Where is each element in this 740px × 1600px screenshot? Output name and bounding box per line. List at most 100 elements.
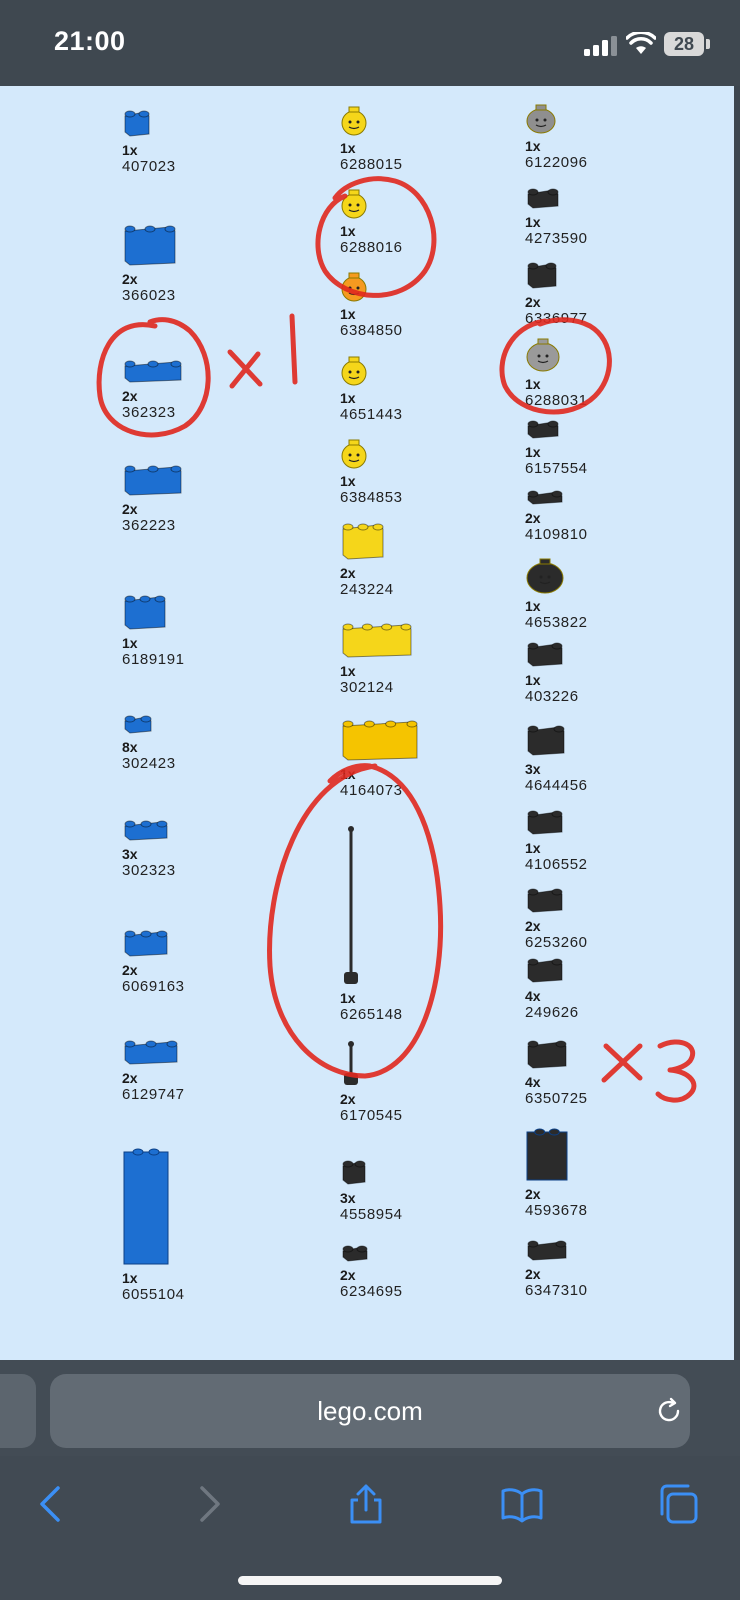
part-number: 6170545: [340, 1107, 403, 1124]
part-number: 362223: [122, 517, 176, 534]
part-image-6384850: [340, 272, 368, 307]
back-icon[interactable]: [30, 1482, 74, 1526]
part-quantity: 1x: [525, 840, 541, 856]
part-image-362223: [122, 461, 184, 502]
part-image-4106552: [525, 806, 565, 841]
part-number: 6288015: [340, 156, 403, 173]
part-number: 6288031: [525, 392, 588, 409]
x3-annotation: [601, 1039, 697, 1103]
part-image-6288031: [525, 338, 561, 377]
part-quantity: 2x: [340, 565, 356, 581]
cellular-signal-icon: [584, 36, 617, 56]
part-quantity: 2x: [525, 294, 541, 310]
part-quantity: 1x: [122, 1270, 138, 1286]
part-quantity: 1x: [525, 214, 541, 230]
part-quantity: 1x: [122, 142, 138, 158]
share-icon[interactable]: [344, 1482, 388, 1526]
battery-indicator: 28: [664, 32, 704, 56]
part-number: 6384853: [340, 489, 403, 506]
part-image-4644456: [525, 721, 567, 762]
part-quantity: 1x: [340, 390, 356, 406]
part-quantity: 1x: [340, 306, 356, 322]
part-image-407023: [122, 106, 152, 143]
part-image-6055104: [122, 1146, 170, 1271]
part-image-4593678: [525, 1126, 569, 1187]
part-number: 302423: [122, 755, 176, 772]
part-number: 6265148: [340, 1006, 403, 1023]
part-image-6122096: [525, 104, 557, 139]
part-number: 302124: [340, 679, 394, 696]
part-quantity: 2x: [525, 1186, 541, 1202]
part-image-6288016: [340, 189, 368, 224]
part-quantity: 1x: [525, 444, 541, 460]
part-quantity: 2x: [122, 962, 138, 978]
part-image-302323: [122, 816, 170, 847]
part-number: 407023: [122, 158, 176, 175]
forward-icon[interactable]: [186, 1482, 230, 1526]
part-number: 4109810: [525, 526, 588, 543]
part-image-302124: [340, 619, 414, 664]
part-image-6189191: [122, 591, 168, 636]
part-number: 4593678: [525, 1202, 588, 1219]
part-number: 362323: [122, 404, 176, 421]
part-quantity: 1x: [340, 663, 356, 679]
part-number: 4653822: [525, 614, 588, 631]
part-number: 249626: [525, 1004, 579, 1021]
part-number: 6350725: [525, 1090, 588, 1107]
part-image-302423: [122, 711, 154, 740]
part-image-6347310: [525, 1236, 569, 1267]
part-quantity: 3x: [340, 1190, 356, 1206]
part-number: 366023: [122, 287, 176, 304]
previous-tab-preview[interactable]: [0, 1374, 36, 1448]
part-image-6350725: [525, 1036, 569, 1075]
part-image-6129747: [122, 1036, 180, 1071]
circle-annotation-6288016: [315, 176, 437, 298]
part-image-4164073: [340, 716, 420, 767]
part-quantity: 8x: [122, 739, 138, 755]
part-number: 4164073: [340, 782, 403, 799]
bookmarks-icon[interactable]: [500, 1482, 544, 1526]
address-bar[interactable]: lego.com: [50, 1374, 690, 1448]
part-number: 6384850: [340, 322, 403, 339]
part-image-6288015: [340, 106, 368, 141]
tabs-icon[interactable]: [656, 1482, 700, 1526]
part-image-249626: [525, 954, 565, 989]
part-image-362323: [122, 356, 184, 389]
status-time: 21:00: [54, 26, 126, 56]
part-image-4273590: [525, 184, 561, 215]
x1-annotation: [227, 313, 298, 389]
part-image-6170545: [340, 1041, 362, 1092]
part-image-6157554: [525, 416, 561, 445]
wifi-icon: [626, 32, 656, 54]
part-quantity: 1x: [340, 473, 356, 489]
part-number: 6234695: [340, 1283, 403, 1300]
part-number: 6069163: [122, 978, 185, 995]
part-quantity: 2x: [525, 1266, 541, 1282]
part-image-4109810: [525, 486, 565, 511]
part-image-366023: [122, 221, 178, 272]
part-quantity: 3x: [525, 761, 541, 777]
part-image-6265148: [340, 826, 362, 991]
part-number: 6253260: [525, 934, 588, 951]
part-image-6253260: [525, 884, 565, 919]
part-number: 6189191: [122, 651, 185, 668]
part-number: 302323: [122, 862, 176, 879]
part-image-6069163: [122, 926, 170, 963]
part-quantity: 1x: [340, 140, 356, 156]
part-quantity: 1x: [340, 223, 356, 239]
part-image-6384853: [340, 439, 368, 474]
part-quantity: 2x: [122, 271, 138, 287]
part-image-6336977: [525, 258, 559, 295]
part-number: 6122096: [525, 154, 588, 171]
part-image-4558954: [340, 1156, 368, 1191]
address-bar-url: lego.com: [317, 1396, 423, 1426]
part-image-4651443: [340, 356, 368, 391]
part-quantity: 2x: [525, 918, 541, 934]
part-image-243224: [340, 519, 386, 566]
part-quantity: 1x: [525, 138, 541, 154]
part-quantity: 1x: [525, 376, 541, 392]
part-quantity: 2x: [340, 1091, 356, 1107]
part-number: 4651443: [340, 406, 403, 423]
reload-icon[interactable]: [654, 1396, 684, 1426]
